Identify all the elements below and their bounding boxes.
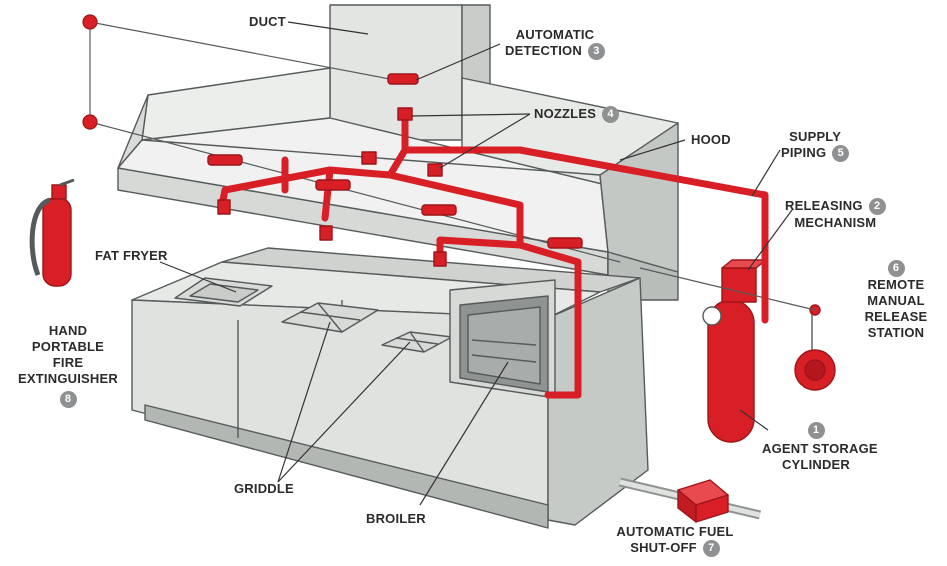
hood-label: HOOD <box>691 132 731 147</box>
fuel-line-and-shutoff <box>618 477 762 523</box>
badge-7: 7 <box>702 540 720 558</box>
nozzles-label: NOZZLES 4 <box>534 106 620 124</box>
duct-label: DUCT <box>249 14 286 29</box>
fuel-shutoff-line1: AUTOMATIC FUEL <box>616 524 734 539</box>
releasing-mechanism-line2: MECHANISM <box>794 215 877 231</box>
supply-piping <box>218 114 769 399</box>
remote-manual-release-station[interactable] <box>794 304 836 391</box>
releasing-mechanism-line1-row: RELEASING 2 <box>785 198 886 216</box>
detectors <box>207 73 583 249</box>
griddle-label: GRIDDLE <box>234 481 294 496</box>
releasing-mechanism-line1: RELEASING <box>785 198 863 213</box>
supply-piping-line1: SUPPLY <box>789 129 842 144</box>
hand-portable-line4: EXTINGUISHER <box>18 371 118 386</box>
remote-manual-release-line3: RELEASE <box>864 309 928 324</box>
badge-1: 1 <box>807 422 825 439</box>
hand-portable-extinguisher[interactable] <box>29 178 75 287</box>
supply-piping-line2: PIPING <box>781 145 827 160</box>
leader-lines <box>159 21 793 506</box>
fuel-shutoff-line2-row: SHUT-OFF 7 <box>610 540 740 558</box>
badge-3: 3 <box>587 43 605 61</box>
automatic-detection-line2-row: DETECTION 3 <box>505 43 605 61</box>
automatic-detection-line1: AUTOMATIC <box>515 27 595 42</box>
hand-portable-line2: PORTABLE <box>31 339 105 354</box>
badge-8: 8 <box>59 391 77 408</box>
detection-cable <box>82 14 816 311</box>
cooking-appliances <box>131 247 649 529</box>
automatic-detection-label: AUTOMATIC DETECTION 3 <box>505 27 605 61</box>
remote-manual-release-label: 6 REMOTE MANUAL RELEASE STATION <box>860 256 932 341</box>
remote-manual-release-line4: STATION <box>867 325 925 340</box>
badge-5: 5 <box>832 145 850 163</box>
agent-storage-cylinder[interactable] <box>702 259 767 443</box>
badge-4: 4 <box>602 106 620 124</box>
fuel-shutoff-line2: SHUT-OFF <box>630 540 697 555</box>
releasing-mechanism-label: RELEASING 2 MECHANISM <box>785 198 886 231</box>
automatic-fuel-shutoff-label: AUTOMATIC FUEL SHUT-OFF 7 <box>610 524 740 558</box>
hand-portable-line1: HAND <box>48 323 88 338</box>
agent-storage-cylinder-label: 1 AGENT STORAGE CYLINDER <box>762 422 878 473</box>
badge-6: 6 <box>887 260 905 277</box>
hand-portable-line3: FIRE <box>52 355 84 370</box>
agent-storage-line2: CYLINDER <box>781 457 851 472</box>
nozzles <box>217 107 447 267</box>
supply-piping-line2-row: PIPING 5 <box>781 145 850 163</box>
hand-portable-extinguisher-label: HAND PORTABLE FIRE EXTINGUISHER 8 <box>18 323 118 408</box>
remote-manual-release-line2: MANUAL <box>867 293 925 308</box>
nozzles-text: NOZZLES <box>534 106 597 121</box>
agent-storage-line1: AGENT STORAGE <box>762 441 878 456</box>
remote-manual-release-line1: REMOTE <box>867 277 925 292</box>
broiler-label: BROILER <box>366 511 426 526</box>
fat-fryer-label: FAT FRYER <box>95 248 168 263</box>
automatic-detection-line2: DETECTION <box>505 43 582 58</box>
supply-piping-label: SUPPLY PIPING 5 <box>781 129 850 163</box>
badge-2: 2 <box>868 198 886 216</box>
